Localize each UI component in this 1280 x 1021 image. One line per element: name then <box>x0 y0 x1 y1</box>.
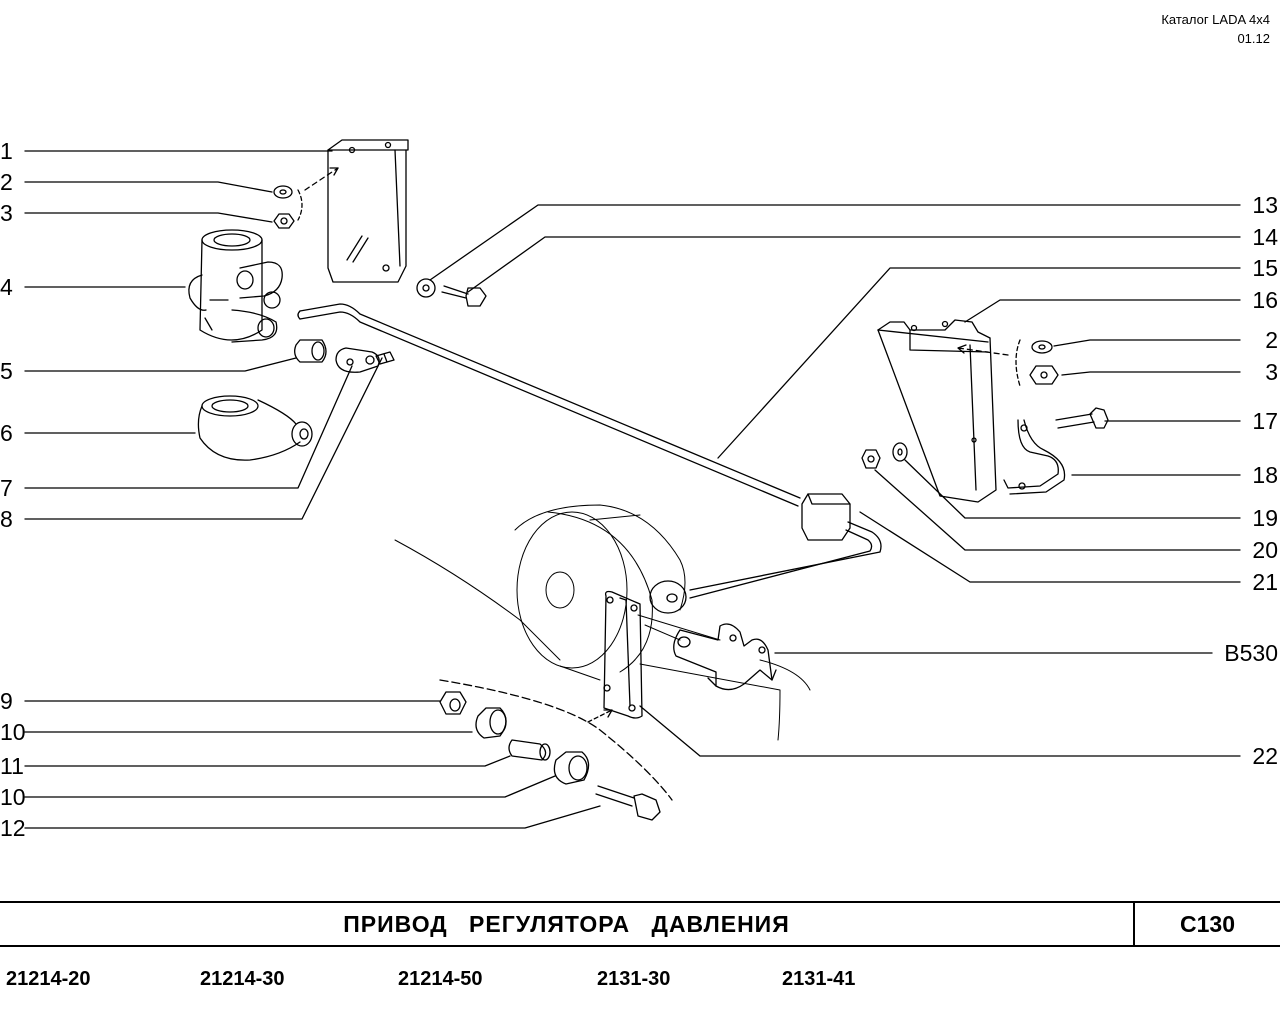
sleeve-part-11 <box>508 739 551 761</box>
washer-part-2-left <box>273 185 293 199</box>
bolt-part-17 <box>1055 407 1109 429</box>
callout-label: B530 <box>1224 640 1278 666</box>
callout-label: 6 <box>0 420 13 446</box>
model-code: 21214-30 <box>200 968 285 990</box>
bracket-part-16 <box>877 319 997 503</box>
screw-part-8 <box>375 351 395 365</box>
washer-part-13 <box>416 278 436 298</box>
callout-label: 10 <box>0 784 26 810</box>
callout-label: 8 <box>0 506 13 532</box>
exploded-parts-diagram: 1 2 3 4 5 6 7 8 9 10 11 10 12 13 14 15 1… <box>0 138 1278 841</box>
nut-part-3-left <box>273 213 295 229</box>
callout-label: 4 <box>0 274 13 300</box>
catalog-header: Каталог LADA 4x4 <box>1161 12 1270 27</box>
washer-part-19 <box>892 442 908 462</box>
callout-label: 21 <box>1252 569 1278 595</box>
bolt-part-12 <box>595 785 661 821</box>
callout-label: 18 <box>1252 462 1278 488</box>
callout-label: 19 <box>1252 505 1278 531</box>
model-code: 2131-30 <box>597 968 671 990</box>
sheet-code: C130 <box>1180 911 1235 937</box>
bracket-part-1 <box>327 139 409 283</box>
callout-label: 1 <box>0 138 13 164</box>
model-code: 21214-20 <box>6 968 91 990</box>
title-block: ПРИВОД РЕГУЛЯТОРА ДАВЛЕНИЯ C130 <box>0 901 1280 947</box>
bushing-part-10-lower <box>553 751 590 785</box>
sheet-title: ПРИВОД РЕГУЛЯТОРА ДАВЛЕНИЯ <box>0 903 1135 945</box>
pressure-regulator-part-4 <box>188 229 283 343</box>
plate-part-7 <box>335 347 380 373</box>
leader-lines-left <box>24 150 601 829</box>
clamp-part-18 <box>1003 419 1066 495</box>
callout-label: 11 <box>0 753 24 779</box>
bushing-part-10-upper <box>475 707 507 739</box>
bolt-part-14 <box>441 285 487 307</box>
clamp-part-21 <box>801 493 851 541</box>
nut-part-9 <box>439 691 467 715</box>
callout-label: 20 <box>1252 537 1278 563</box>
callout-label: 5 <box>0 358 13 384</box>
bushing-part-5 <box>294 339 327 363</box>
axle-bracket-B530 <box>673 623 777 691</box>
callout-label: 13 <box>1252 192 1278 218</box>
issue-date: 01.12 <box>1237 31 1270 46</box>
model-code: 21214-50 <box>398 968 483 990</box>
nut-part-3-right <box>1029 365 1059 385</box>
callout-label: 9 <box>0 688 13 714</box>
callout-label: 16 <box>1252 287 1278 313</box>
rod-end-eye <box>649 580 687 614</box>
callout-label: 10 <box>0 719 26 745</box>
rod-part-15 <box>297 303 882 599</box>
callout-label: 3 <box>0 200 13 226</box>
boot-part-6 <box>197 395 313 461</box>
callout-label: 14 <box>1252 224 1278 250</box>
callout-label: 7 <box>0 475 13 501</box>
washer-part-2-right <box>1031 340 1053 354</box>
link-plate-part-22 <box>603 590 643 719</box>
leader-lines-right <box>429 204 1241 757</box>
callout-labels-right: 13 14 15 16 2 3 17 18 19 20 21 B530 22 <box>1224 192 1278 769</box>
callout-label: 2 <box>1265 327 1278 353</box>
callout-label: 3 <box>1265 359 1278 385</box>
callout-label: 12 <box>0 815 26 841</box>
callout-labels-left: 1 2 3 4 5 6 7 8 9 10 11 10 12 <box>0 138 26 841</box>
rear-axle-outline <box>394 504 811 741</box>
model-code: 2131-41 <box>782 968 856 990</box>
callout-label: 22 <box>1252 743 1278 769</box>
callout-label: 17 <box>1252 408 1278 434</box>
nut-part-20 <box>861 449 881 469</box>
callout-label: 2 <box>0 169 13 195</box>
callout-label: 15 <box>1252 255 1278 281</box>
